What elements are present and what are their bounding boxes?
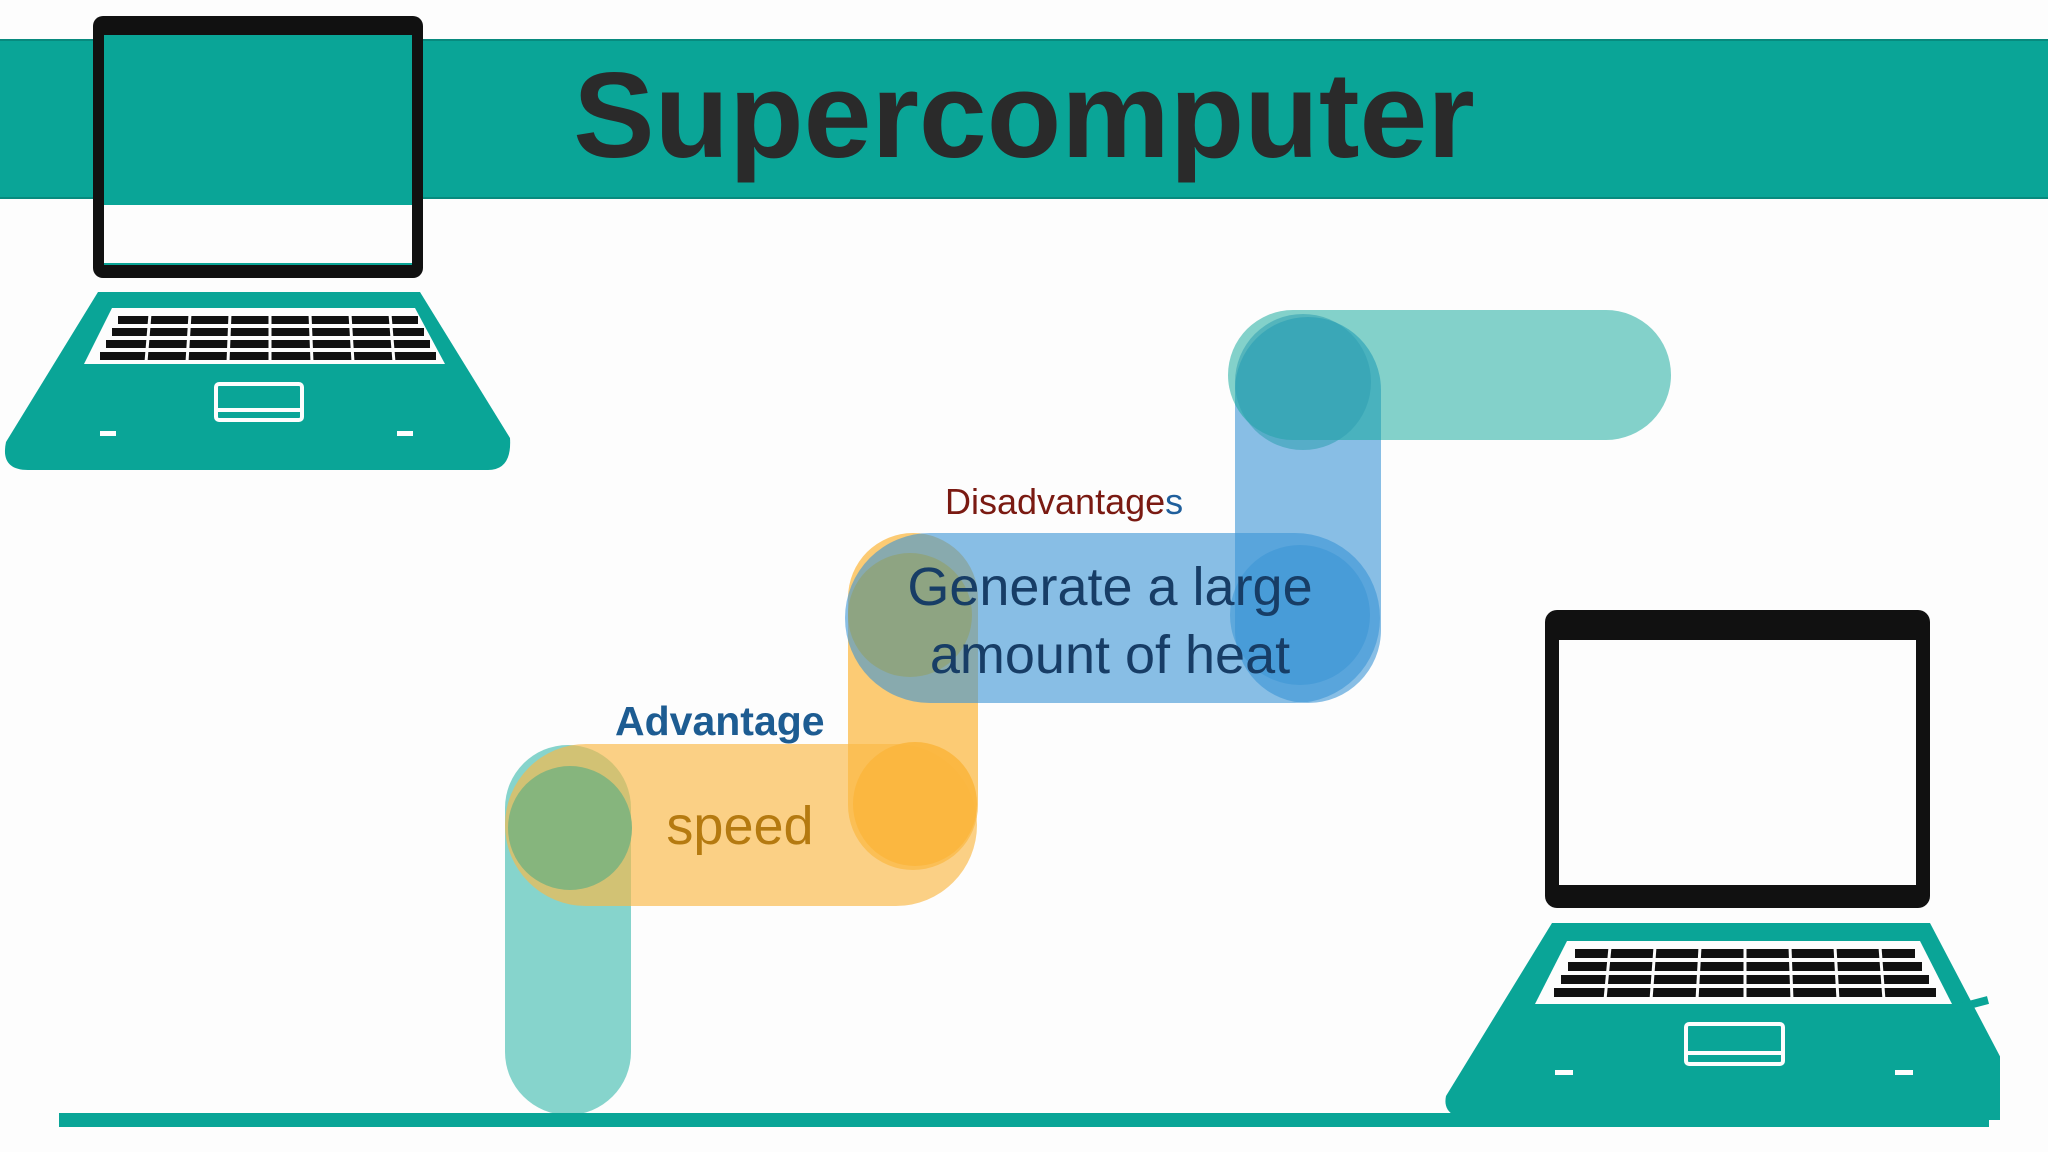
disadvantage-item: Generate a large amount of heat (907, 557, 1313, 685)
baseline-bar (59, 1113, 1989, 1127)
slide-title: Supercomputer (573, 47, 1475, 183)
green-overlap-circle (508, 766, 632, 890)
olive-overlap-circle (848, 553, 972, 677)
laptop-icon-left (4, 16, 511, 470)
advantage-heading: Advantage (615, 698, 825, 744)
disadvantages-heading: Disadvantages (945, 481, 1184, 522)
blue-overlap-circle (1230, 545, 1370, 685)
laptop-icon-right (1445, 610, 2000, 1120)
orange-overlap-circle (853, 742, 977, 866)
advantage-item: speed (666, 796, 814, 856)
disadvantages-heading-tail: s (1165, 481, 1184, 522)
teal-overlap-circle (1235, 314, 1371, 450)
